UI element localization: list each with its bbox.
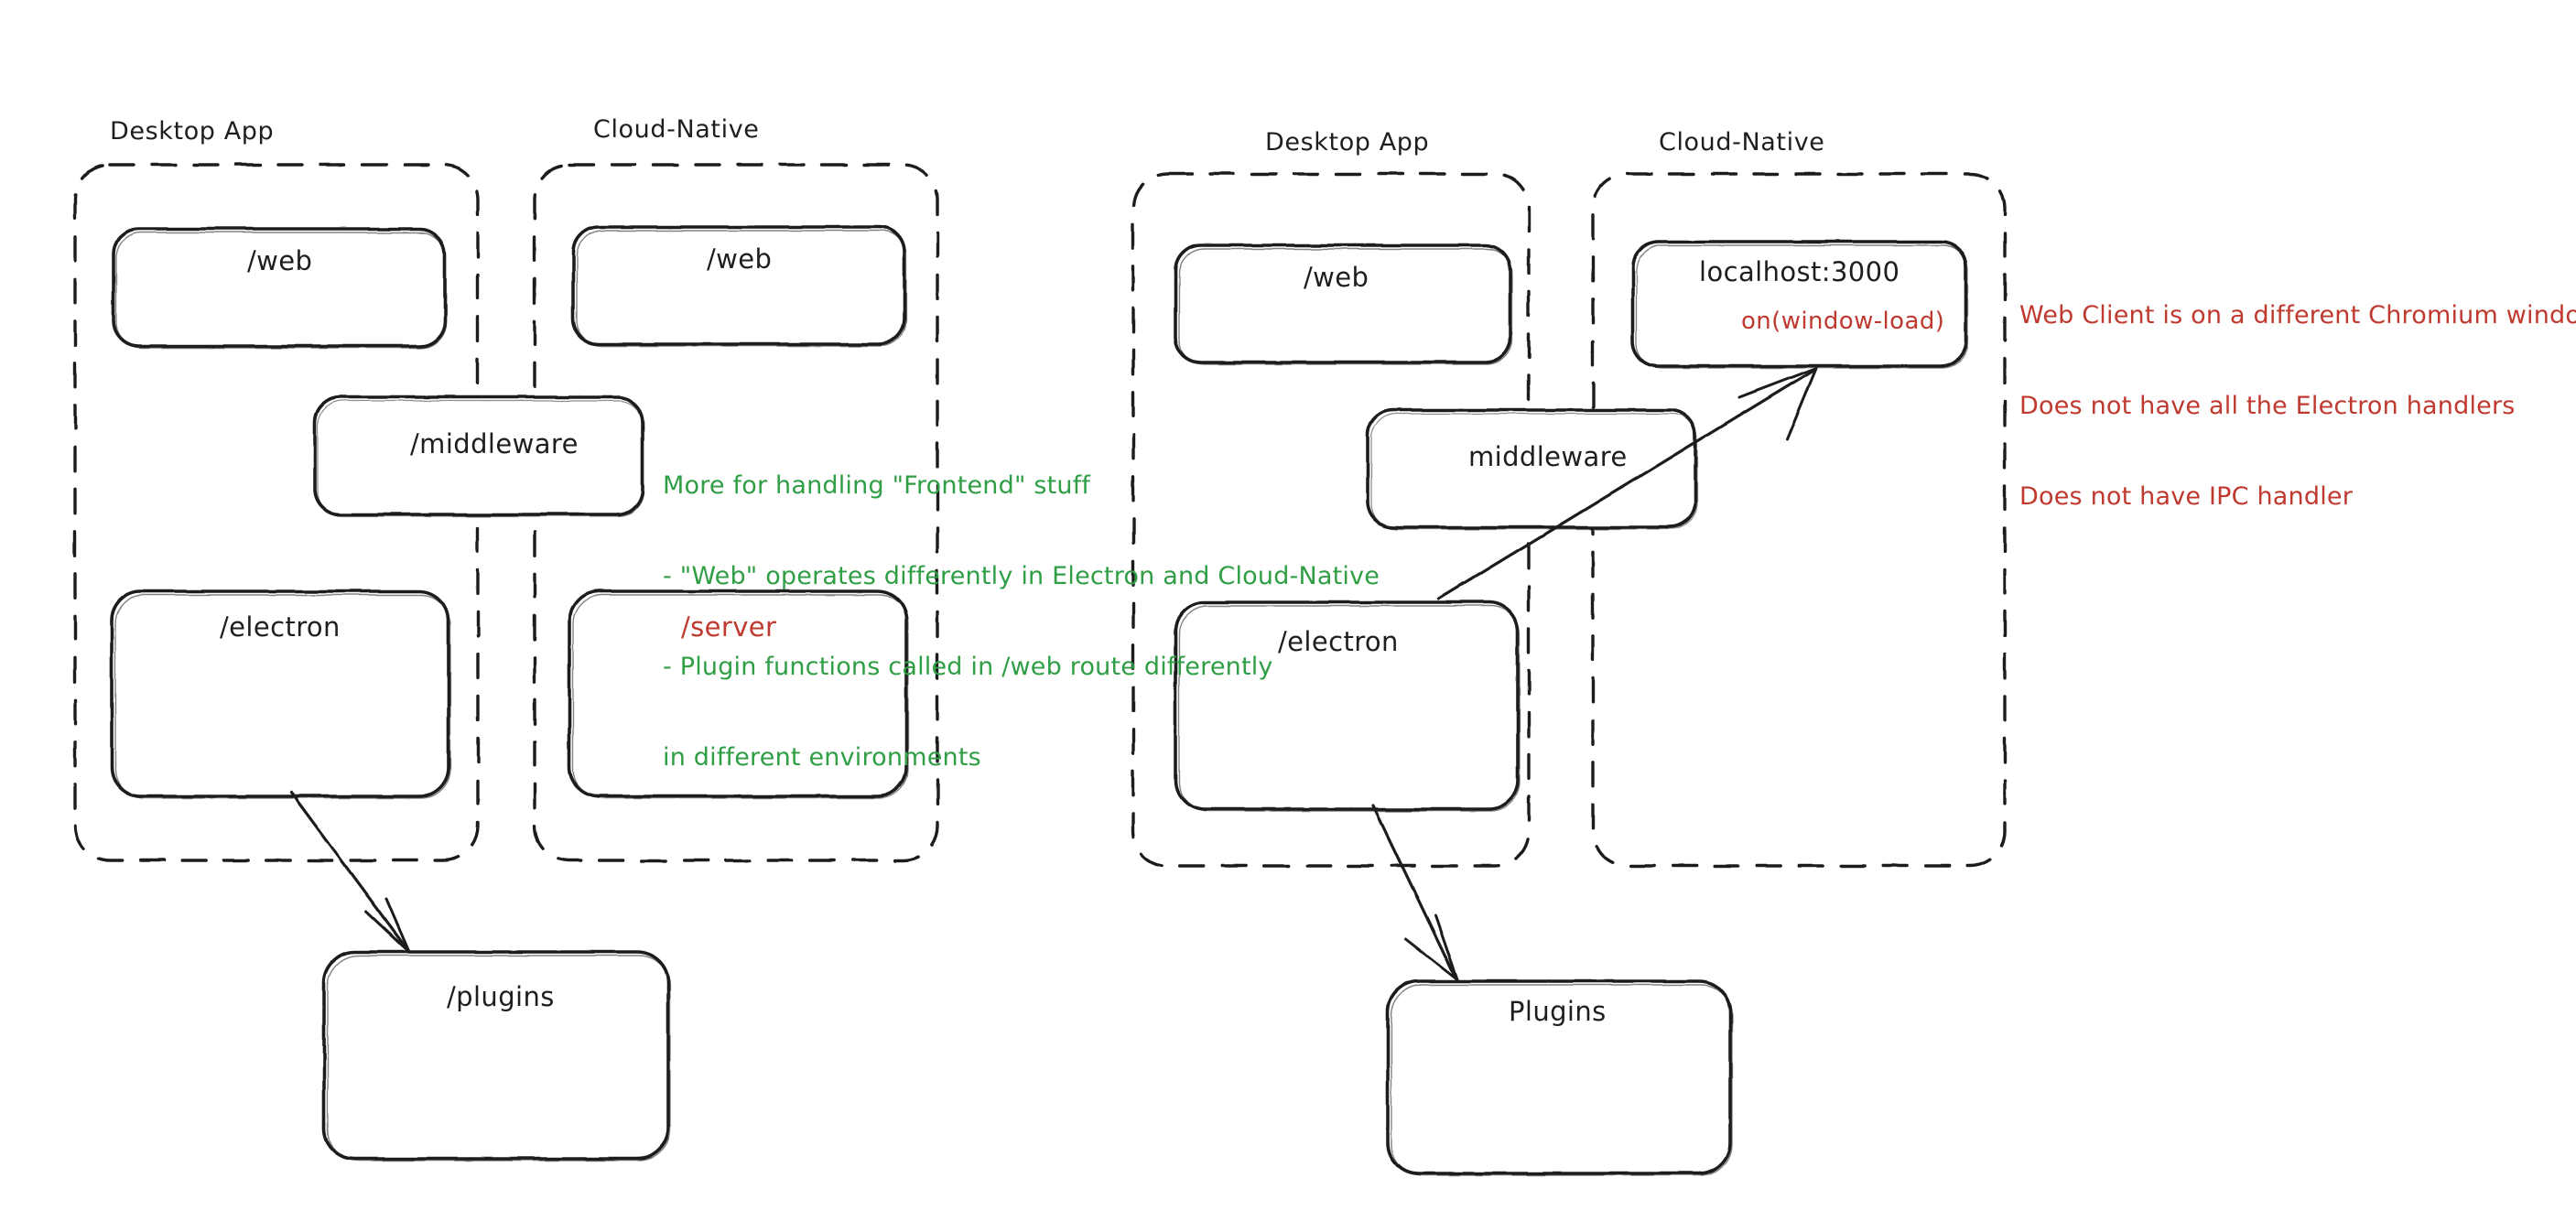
- node-box-left-plugins[interactable]: [322, 950, 671, 1162]
- node-box-left-electron[interactable]: [110, 589, 451, 799]
- node-box-left-web-cloud[interactable]: [571, 225, 907, 347]
- node-box-right-middleware[interactable]: [1366, 408, 1698, 530]
- node-box-right-electron[interactable]: [1174, 600, 1521, 812]
- arrow-right-electron-to-localhost: [1437, 366, 1818, 600]
- node-box-right-web-desktop[interactable]: [1174, 243, 1513, 365]
- node-box-right-plugins[interactable]: [1386, 979, 1733, 1176]
- node-box-left-server[interactable]: [568, 589, 909, 799]
- node-box-left-web-desktop[interactable]: [112, 227, 447, 349]
- node-box-left-middleware[interactable]: [313, 395, 644, 517]
- arrow-right-electron-to-plugins: [1371, 804, 1459, 981]
- arrow-left-electron-to-plugins: [289, 791, 411, 954]
- group-container-left-desktop: [73, 163, 480, 862]
- node-box-right-localhost[interactable]: [1631, 240, 1969, 369]
